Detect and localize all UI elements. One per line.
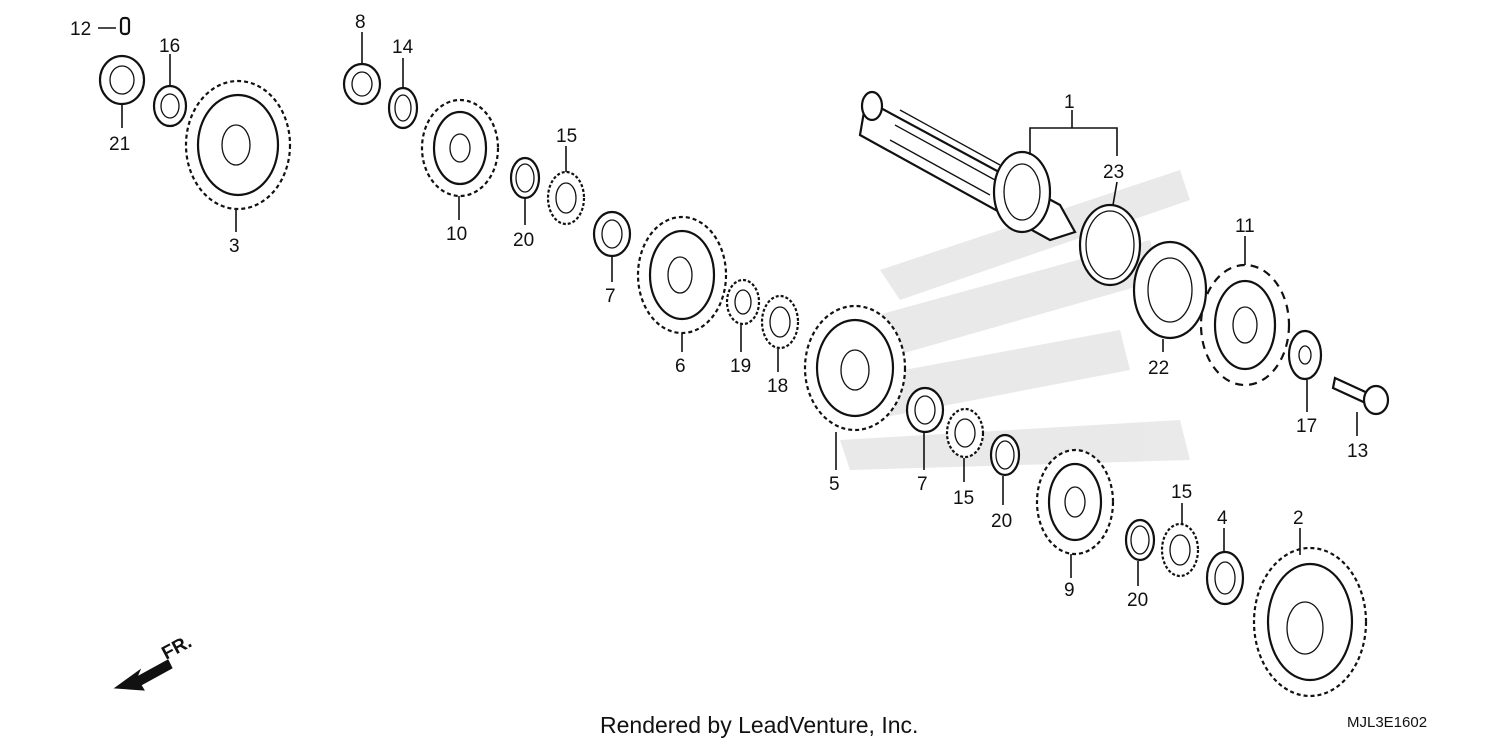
- gear-5-part: [803, 304, 907, 432]
- part-label-7b: 7: [917, 474, 928, 495]
- part-label-3: 3: [229, 236, 240, 257]
- seal-22-part: [1132, 240, 1208, 340]
- snap-ring-20c-part: [1124, 518, 1156, 562]
- washer-15b-part: [945, 407, 985, 459]
- part-label-4: 4: [1217, 508, 1228, 529]
- bearing-7b-part: [905, 386, 945, 434]
- part-label-21: 21: [109, 134, 130, 155]
- part-label-18: 18: [767, 376, 788, 397]
- part-label-5: 5: [829, 474, 840, 495]
- gear-3-part: [184, 79, 292, 211]
- part-labels: 1 2 3 4 5 6 7 7 8 9 10 11 12 13 14 15 15…: [70, 12, 1368, 611]
- footer-credit: Rendered by LeadVenture, Inc.: [600, 712, 919, 738]
- part-label-6: 6: [675, 356, 686, 377]
- gear-2-part: [1252, 546, 1368, 698]
- part-label-1: 1: [1064, 92, 1075, 113]
- part-label-10: 10: [446, 224, 467, 245]
- part-label-20a: 20: [513, 230, 534, 251]
- washer-15c-part: [1160, 522, 1200, 578]
- gear-9-part: [1035, 448, 1115, 556]
- washer-19-part: [725, 278, 761, 326]
- front-arrow-icon: [113, 659, 173, 691]
- pin-12-part: [119, 16, 131, 36]
- part-label-17: 17: [1296, 416, 1317, 437]
- part-label-14: 14: [392, 37, 414, 58]
- front-direction-indicator: FR.: [113, 632, 195, 691]
- part-label-15b: 15: [953, 488, 974, 509]
- sprocket-11-part: [1199, 263, 1291, 387]
- part-label-8: 8: [355, 12, 366, 33]
- part-label-9: 9: [1064, 580, 1075, 601]
- part-label-20c: 20: [1127, 590, 1148, 611]
- washer-16-part: [152, 84, 188, 128]
- bushing-8-part: [342, 62, 382, 106]
- part-label-16: 16: [159, 36, 180, 57]
- washer-15a-part: [546, 170, 586, 226]
- part-label-22: 22: [1148, 358, 1169, 379]
- bearing-7a-part: [592, 210, 632, 258]
- part-label-19: 19: [730, 356, 751, 377]
- snap-ring-20b-part: [989, 433, 1021, 477]
- part-label-7a: 7: [605, 286, 616, 307]
- washer-18-part: [760, 294, 800, 350]
- gear-10-part: [420, 98, 500, 198]
- washer-17-part: [1287, 329, 1323, 381]
- bolt-13-part: [1331, 376, 1390, 416]
- snap-ring-20a-part: [509, 156, 541, 200]
- leader-lines: [98, 27, 1358, 586]
- bearing-21-part: [98, 54, 146, 106]
- bushing-4-part: [1205, 550, 1245, 606]
- part-label-2: 2: [1293, 508, 1304, 529]
- front-direction-label: FR.: [158, 632, 195, 665]
- part-label-13: 13: [1347, 441, 1368, 462]
- part-label-15c: 15: [1171, 482, 1192, 503]
- ring-23-part: [1078, 203, 1142, 287]
- part-label-20b: 20: [991, 511, 1012, 532]
- mainshaft-part: [858, 90, 1077, 242]
- washer-14-part: [387, 86, 419, 130]
- part-label-12: 12: [70, 19, 91, 40]
- diagram-code: MJL3E1602: [1347, 714, 1428, 731]
- part-label-11: 11: [1235, 216, 1255, 237]
- part-label-23: 23: [1103, 162, 1124, 183]
- part-label-15a: 15: [556, 126, 577, 147]
- gear-6-part: [636, 215, 728, 335]
